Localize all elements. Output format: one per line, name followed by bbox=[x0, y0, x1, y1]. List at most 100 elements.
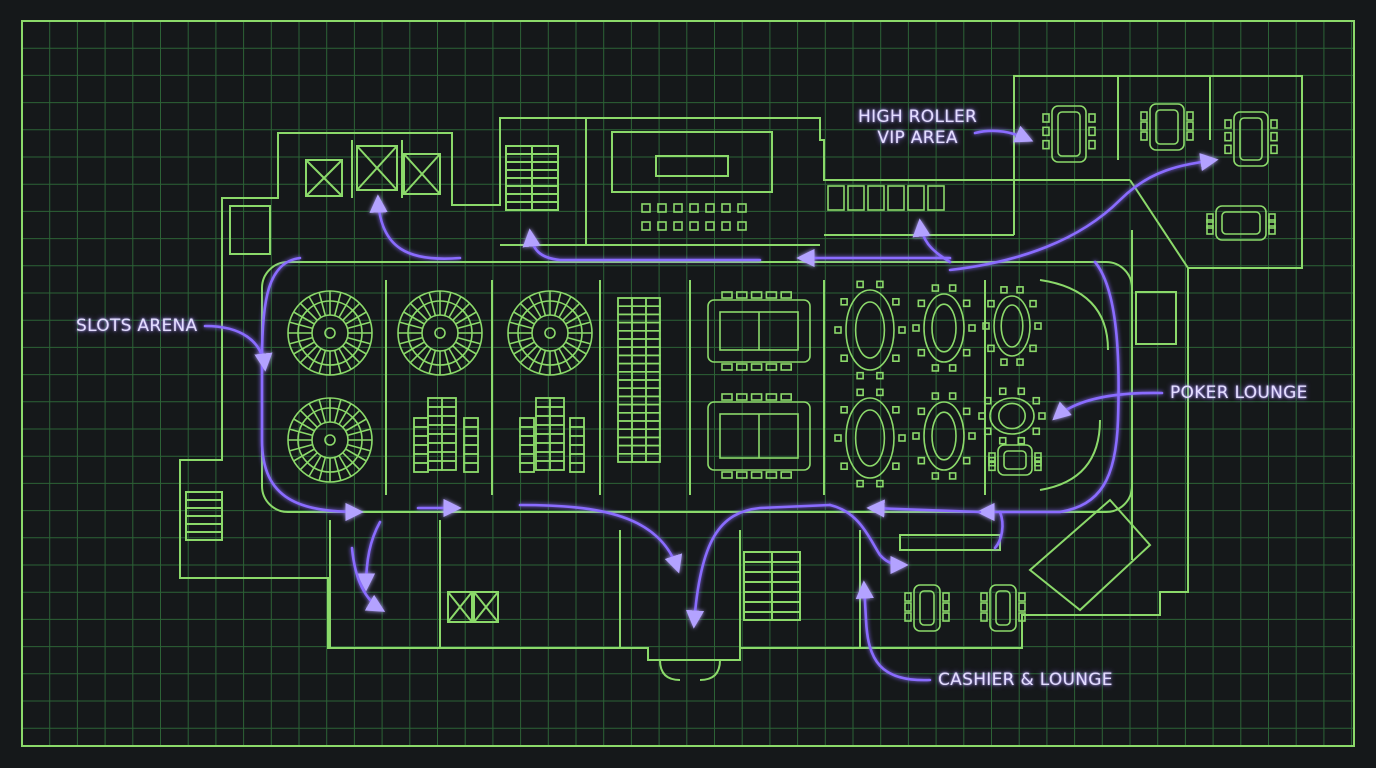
poker-table-felt bbox=[997, 402, 1026, 430]
roulette-spoke bbox=[345, 418, 367, 432]
chair bbox=[1034, 322, 1042, 330]
chair bbox=[904, 592, 912, 602]
chair bbox=[1017, 436, 1026, 445]
chair bbox=[1088, 126, 1096, 137]
roulette-spoke bbox=[333, 292, 342, 316]
elevator bbox=[447, 591, 473, 623]
poker-table bbox=[834, 388, 906, 488]
path-to-entrance bbox=[685, 503, 832, 629]
label-high-roller-line2: VIP AREA bbox=[877, 128, 958, 148]
chair bbox=[987, 299, 995, 308]
poker-table-rail bbox=[923, 293, 965, 363]
chair bbox=[876, 479, 884, 488]
card-table bbox=[707, 393, 811, 479]
entrance-doors bbox=[659, 659, 721, 681]
chair bbox=[1032, 396, 1041, 405]
stair-treads bbox=[506, 146, 558, 210]
chair bbox=[912, 324, 920, 332]
vip-table bbox=[904, 584, 950, 632]
pointer-vip-area bbox=[973, 125, 1034, 143]
chair bbox=[962, 456, 971, 465]
pointer-slots-arena bbox=[203, 324, 273, 372]
chair bbox=[1034, 461, 1042, 472]
slot-machine bbox=[569, 462, 585, 473]
slot-row bbox=[827, 185, 945, 211]
roulette-spoke bbox=[409, 345, 428, 364]
roulette-spoke bbox=[443, 350, 452, 374]
chair bbox=[1270, 119, 1278, 129]
chair bbox=[876, 371, 884, 380]
chair bbox=[1206, 213, 1214, 223]
poker-table-rail bbox=[989, 397, 1035, 435]
slot-machine bbox=[519, 462, 535, 473]
roulette-spoke bbox=[289, 443, 313, 452]
roulette-spindle bbox=[324, 434, 336, 446]
bar-stool bbox=[721, 203, 731, 213]
poker-table-rail bbox=[845, 397, 895, 479]
chair bbox=[1042, 139, 1050, 150]
poker-lounge-wall bbox=[1039, 419, 1101, 491]
bar-stool bbox=[641, 203, 651, 213]
roulette-spoke bbox=[345, 311, 367, 325]
bar-stool bbox=[737, 203, 747, 213]
chair bbox=[968, 432, 976, 440]
roulette-spoke bbox=[333, 350, 342, 374]
roulette-spoke bbox=[418, 348, 432, 370]
chair bbox=[1000, 286, 1008, 294]
roulette-spoke bbox=[457, 336, 481, 345]
chair bbox=[876, 388, 884, 397]
roulette-spoke bbox=[428, 292, 437, 316]
roulette-table bbox=[287, 397, 373, 483]
label-high-roller-line1: HIGH ROLLER bbox=[858, 107, 978, 127]
roulette-spoke bbox=[567, 321, 591, 330]
vip-table bbox=[1224, 111, 1278, 167]
chair bbox=[982, 322, 990, 330]
roulette-spoke bbox=[289, 321, 313, 330]
chair bbox=[948, 472, 957, 480]
chair bbox=[912, 432, 920, 440]
bar-stool bbox=[657, 221, 667, 231]
path-down bbox=[356, 520, 382, 592]
roulette-spoke bbox=[347, 321, 371, 330]
chair bbox=[1088, 139, 1096, 150]
roulette-spoke bbox=[338, 296, 352, 318]
chair bbox=[904, 602, 912, 612]
roulette-spoke bbox=[342, 302, 361, 321]
vip-table-inset bbox=[1239, 117, 1263, 161]
slot-machine bbox=[645, 452, 661, 463]
circulation-paths bbox=[203, 125, 1219, 682]
elevator bbox=[403, 153, 441, 195]
chair bbox=[1268, 213, 1276, 223]
corner-wing bbox=[1028, 498, 1152, 612]
chair bbox=[834, 434, 842, 442]
chair bbox=[892, 405, 900, 414]
roulette-spindle bbox=[544, 327, 556, 339]
chair bbox=[1224, 144, 1232, 155]
chair bbox=[750, 393, 763, 401]
chair bbox=[980, 602, 988, 612]
roulette-spoke bbox=[409, 302, 428, 321]
roulette-spoke bbox=[428, 350, 437, 374]
roulette-spoke bbox=[399, 336, 423, 345]
chair bbox=[917, 407, 926, 416]
chair bbox=[1206, 225, 1214, 235]
chair bbox=[1270, 144, 1278, 155]
chair bbox=[721, 471, 733, 479]
roulette-spoke bbox=[565, 341, 587, 355]
chair bbox=[765, 393, 778, 401]
chair bbox=[1140, 121, 1148, 131]
chair bbox=[1186, 121, 1194, 131]
roulette-spoke bbox=[538, 350, 547, 374]
poker-lounge-wall bbox=[1039, 279, 1109, 351]
roulette-spoke bbox=[308, 348, 322, 370]
bar-stool bbox=[737, 221, 747, 231]
poker-table bbox=[982, 286, 1042, 366]
partition bbox=[1129, 179, 1189, 269]
roulette-spoke bbox=[528, 296, 542, 318]
roulette-spoke bbox=[308, 455, 322, 477]
elevator-cross bbox=[473, 591, 499, 623]
roulette-spoke bbox=[448, 348, 462, 370]
roulette-spoke bbox=[448, 296, 462, 318]
